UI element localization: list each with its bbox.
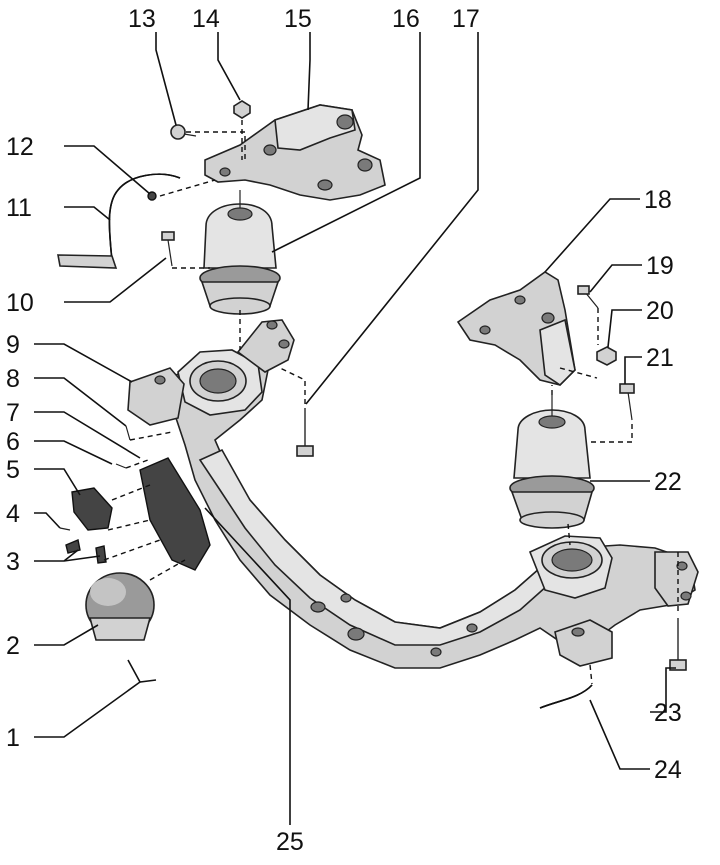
part-24-hose (539, 684, 593, 709)
nut-20 (596, 346, 617, 366)
bolt-13 (170, 124, 197, 140)
leader-13 (155, 32, 177, 126)
callout-18: 18 (644, 186, 672, 214)
leader-16 (271, 32, 421, 253)
nut-14 (233, 100, 251, 119)
leader-6 (34, 440, 113, 465)
leader-10 (64, 257, 167, 303)
bolt-8 (125, 425, 131, 441)
leader-25 (204, 507, 291, 825)
leader-15 (307, 32, 311, 111)
part-5-bracket (71, 487, 113, 531)
leader-23 (650, 667, 676, 713)
callout-15: 15 (284, 5, 312, 33)
callout-20: 20 (646, 297, 674, 325)
leader-20 (607, 309, 642, 348)
leader-17 (305, 32, 479, 405)
leader-21 (624, 356, 642, 384)
leader-lines (34, 32, 676, 825)
callout-16: 16 (392, 5, 420, 33)
callout-24: 24 (654, 756, 682, 784)
callout-3: 3 (6, 548, 20, 576)
callout-21: 21 (646, 344, 674, 372)
leader-14 (217, 32, 241, 101)
callout-7: 7 (6, 399, 20, 427)
leader-11 (64, 206, 111, 221)
callout-12: 12 (6, 133, 34, 161)
leader-5 (34, 468, 81, 496)
leader-18 (544, 198, 640, 273)
callout-13: 13 (128, 5, 156, 33)
callout-labels: 1 2 3 4 5 6 7 8 9 10 11 12 13 14 15 16 1… (6, 5, 682, 856)
callout-2: 2 (6, 632, 20, 660)
callout-23: 23 (654, 699, 682, 727)
callout-10: 10 (6, 289, 34, 317)
callout-11: 11 (6, 194, 32, 222)
leader-12 (64, 145, 151, 195)
callout-1: 1 (6, 724, 20, 752)
callout-8: 8 (6, 365, 20, 393)
leader-3 (34, 549, 101, 562)
bolt-21 (619, 383, 635, 421)
bolt-23 (669, 618, 687, 671)
bolt-19 (577, 285, 599, 309)
part-22-right-engine-mount (509, 395, 595, 529)
clips-3 (65, 539, 107, 564)
part-11-bracket (57, 173, 181, 269)
part-25-shield-plate (139, 457, 211, 571)
callout-6: 6 (6, 428, 20, 456)
part-16-left-engine-mount (199, 190, 281, 315)
callout-17: 17 (452, 5, 480, 33)
leader-1 (34, 681, 141, 738)
bolt-10 (161, 231, 175, 267)
leader-4 (34, 512, 61, 529)
leader-8 (34, 377, 127, 427)
leader-9 (34, 343, 133, 383)
part-2-damper (85, 572, 155, 641)
callout-19: 19 (646, 252, 674, 280)
leader-7 (34, 411, 141, 459)
callout-5: 5 (6, 456, 20, 484)
bolt-4 (59, 527, 71, 531)
subframe-crossmember (127, 319, 699, 669)
leader-24 (589, 699, 650, 770)
part-1-clip (127, 659, 157, 683)
leader-2 (34, 624, 99, 646)
callout-9: 9 (6, 331, 20, 359)
callout-22: 22 (654, 468, 682, 496)
part-15-engine-bracket (204, 104, 386, 201)
callout-4: 4 (6, 500, 20, 528)
leader-19 (589, 264, 642, 293)
callout-14: 14 (192, 5, 220, 33)
bolt-6 (115, 463, 127, 469)
assembly-lines (103, 120, 679, 685)
bolt-17 (296, 408, 314, 457)
part-18-right-engine-bracket (456, 271, 576, 387)
callout-25: 25 (276, 828, 304, 856)
